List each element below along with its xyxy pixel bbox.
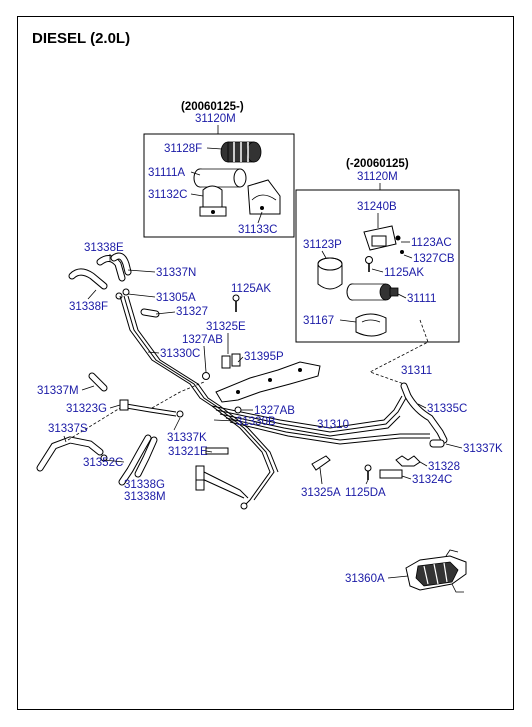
upper-hoses-drawing bbox=[68, 252, 160, 318]
label-31360A: 31360A bbox=[345, 573, 385, 585]
label-1125AK-a: 1125AK bbox=[384, 267, 424, 279]
label-31338G: 31338G bbox=[124, 479, 165, 491]
bracket-upper-drawing bbox=[247, 179, 281, 215]
right-hose-drawing bbox=[400, 382, 448, 448]
label-31328: 31328 bbox=[428, 461, 460, 473]
label-31335C: 31335C bbox=[427, 403, 467, 415]
label-31133C: 31133C bbox=[238, 224, 277, 236]
label-31132C: 31132C bbox=[148, 189, 187, 201]
label-31330C: 31330C bbox=[160, 348, 200, 360]
label-31323G: 31323G bbox=[66, 403, 107, 415]
label-31305A: 31305A bbox=[156, 292, 196, 304]
label-1123AC: 1123AC bbox=[411, 237, 452, 249]
label-31337M: 31337M bbox=[37, 385, 79, 397]
bolt-drawing bbox=[365, 256, 373, 272]
label-31338M: 31338M bbox=[124, 491, 166, 503]
label-1327CB: 1327CB bbox=[413, 253, 455, 265]
lower-hoses-drawing bbox=[36, 372, 184, 486]
clips-31328-31324C-drawing bbox=[205, 447, 421, 480]
label-1125DA: 1125DA bbox=[345, 487, 386, 499]
label-31167: 31167 bbox=[303, 315, 334, 327]
label-31337S: 31337S bbox=[48, 423, 88, 435]
filter-body-drawing bbox=[193, 168, 247, 188]
label-31330B: 31330B bbox=[236, 416, 276, 428]
label-31352C: 31352C bbox=[83, 457, 123, 469]
label-31337N: 31337N bbox=[156, 267, 196, 279]
label-31321E: 31321E bbox=[168, 446, 208, 458]
label-1327AB-b: 1327AB bbox=[254, 405, 295, 417]
filter-box-old: (-20060125) 31120M bbox=[295, 158, 460, 343]
bracket-31395P-drawing bbox=[215, 361, 321, 403]
box1-part: 31120M bbox=[195, 113, 236, 125]
box2-part: 31120M bbox=[357, 171, 398, 183]
box2-date: (-20060125) bbox=[346, 158, 409, 170]
label-31337K-a: 31337K bbox=[167, 432, 207, 444]
label-31128F: 31128F bbox=[164, 143, 202, 155]
label-31338E: 31338E bbox=[84, 242, 124, 254]
label-31123P: 31123P bbox=[303, 239, 342, 251]
label-1125AK-b: 1125AK bbox=[231, 283, 271, 295]
diagram-frame bbox=[17, 16, 514, 710]
clamp-drawing bbox=[355, 313, 387, 337]
label-31111A: 31111A bbox=[148, 167, 185, 179]
part-31360A-drawing bbox=[405, 549, 467, 593]
fuel-lines-drawing bbox=[119, 295, 430, 510]
label-31240B: 31240B bbox=[357, 201, 397, 213]
label-1327AB-a: 1327AB bbox=[182, 334, 223, 346]
label-31325E: 31325E bbox=[206, 321, 246, 333]
label-31327: 31327 bbox=[176, 306, 208, 318]
label-31311: 31311 bbox=[401, 365, 432, 377]
filter-box-new: (20060125-) 31120M bbox=[143, 101, 295, 238]
label-31111: 31111 bbox=[407, 293, 436, 305]
diagram-title: DIESEL (2.0L) bbox=[32, 30, 131, 47]
label-31325A: 31325A bbox=[301, 487, 341, 499]
box1-date: (20060125-) bbox=[181, 101, 244, 113]
filter-cartridge-drawing bbox=[220, 141, 262, 163]
label-31324C: 31324C bbox=[412, 474, 452, 486]
filter-head-drawing bbox=[363, 225, 404, 254]
label-31337K-b: 31337K bbox=[463, 443, 503, 455]
label-31310: 31310 bbox=[317, 419, 349, 431]
cartridge-drawing bbox=[317, 257, 343, 290]
label-31338F: 31338F bbox=[69, 301, 108, 313]
bracket-lower-drawing bbox=[199, 185, 227, 217]
fuel-filter-drawing bbox=[346, 283, 399, 301]
label-31395P: 31395P bbox=[244, 351, 284, 363]
